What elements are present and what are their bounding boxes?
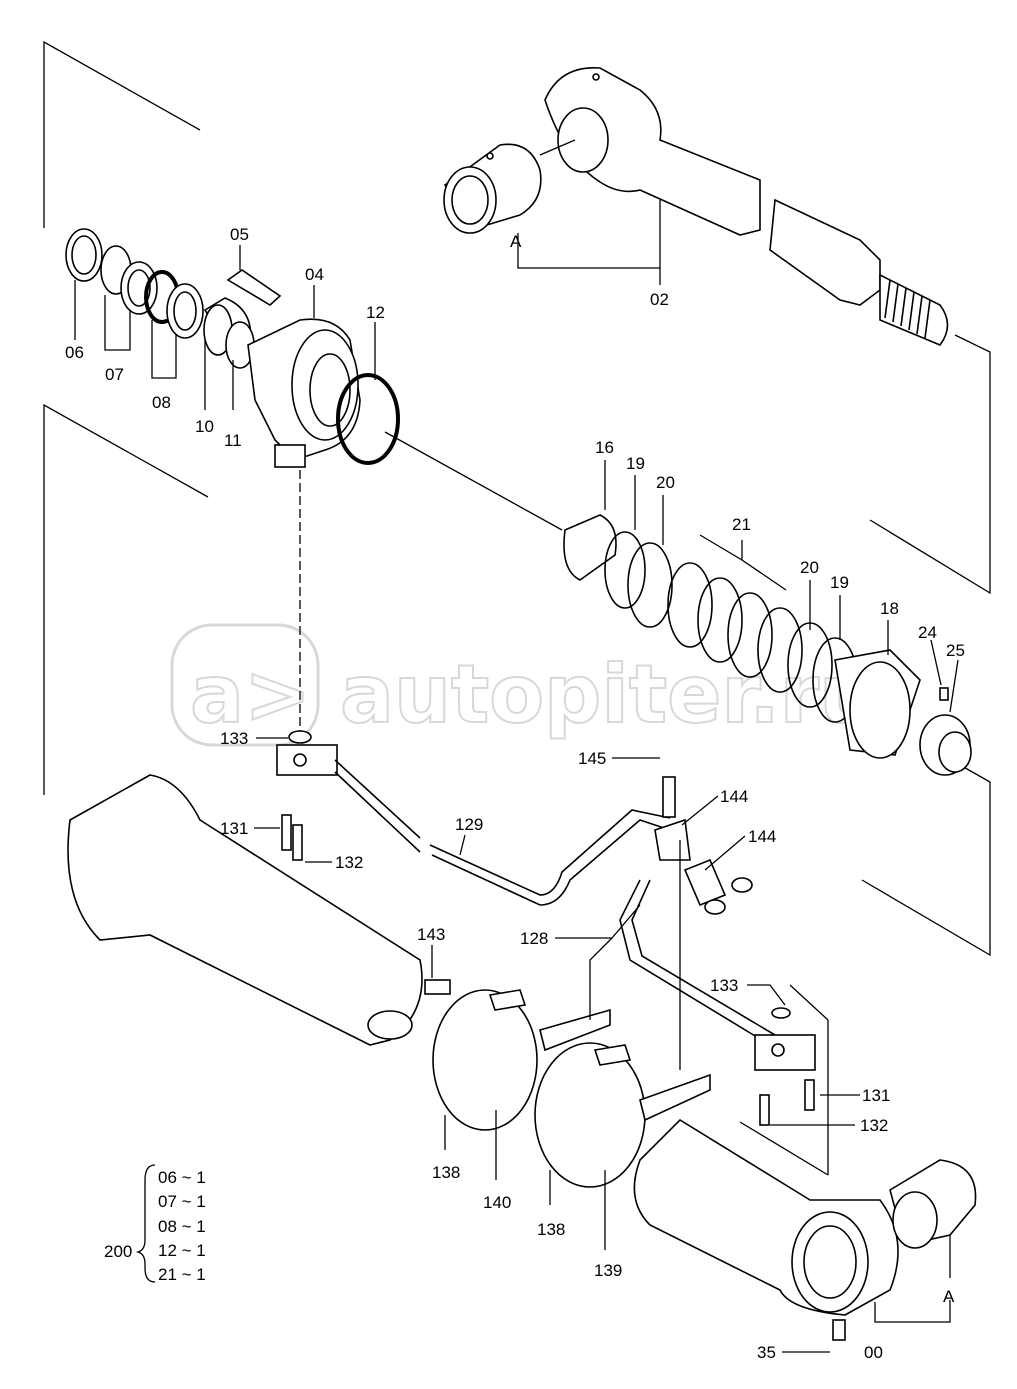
label-24: 24	[918, 623, 937, 642]
cylinder-tube	[67, 774, 423, 1046]
label-04: 04	[305, 265, 324, 284]
kit-item: 12 ~ 1	[158, 1241, 206, 1260]
label-19-second: 19	[830, 573, 849, 592]
label-128: 128	[520, 929, 548, 948]
kit-item: 06 ~ 1	[158, 1168, 206, 1187]
bolts	[281, 814, 815, 1126]
label-00: 00	[864, 1343, 883, 1362]
label-131-left: 131	[220, 819, 248, 838]
label-11: 11	[224, 431, 242, 450]
label-133-left: 133	[220, 729, 248, 748]
cylinder-bottom	[633, 1118, 977, 1341]
guide-lines	[43, 40, 991, 1176]
pipe-clamps	[432, 989, 711, 1188]
label-133-right: 133	[710, 976, 738, 995]
kit-item: 21 ~ 1	[158, 1265, 206, 1284]
watermark-logo-frame	[170, 623, 320, 747]
kit-item: 08 ~ 1	[158, 1217, 206, 1236]
label-138-right: 138	[537, 1220, 565, 1239]
label-144-top: 144	[720, 787, 748, 806]
kit-contents: 200 06 ~ 1 07 ~ 1 08 ~ 1 12 ~ 1 21 ~ 1	[104, 1164, 206, 1284]
label-08: 08	[152, 393, 171, 412]
label-35: 35	[757, 1343, 776, 1362]
label-129: 129	[455, 815, 483, 834]
kit-item: 07 ~ 1	[158, 1192, 206, 1211]
label-132-left: 132	[335, 853, 363, 872]
label-138-left: 138	[432, 1163, 460, 1182]
label-05: 05	[230, 225, 249, 244]
label-10: 10	[195, 417, 214, 436]
label-132-right: 132	[860, 1116, 888, 1135]
piston-rod	[544, 67, 949, 346]
label-07: 07	[105, 365, 124, 384]
label-144-bottom: 144	[748, 827, 776, 846]
label-20-second: 20	[800, 558, 819, 577]
part-labels: A 02 05 04 12 06 07 08 10 11 16 19 20 21…	[65, 225, 965, 1362]
label-16: 16	[595, 438, 614, 457]
label-19-first: 19	[626, 454, 645, 473]
label-131-right: 131	[862, 1086, 890, 1105]
seal-kit	[65, 228, 255, 369]
leader-lines	[74, 139, 959, 1353]
label-ref-a-top: A	[510, 232, 522, 251]
watermark-text: autopiter.ru	[340, 648, 876, 741]
cylinder-head	[226, 269, 400, 468]
piston-assembly	[563, 514, 972, 776]
watermark-logo: a>	[190, 648, 311, 741]
label-140: 140	[483, 1193, 511, 1212]
label-12: 12	[366, 303, 385, 322]
label-139: 139	[594, 1261, 622, 1280]
label-18: 18	[880, 599, 899, 618]
hydraulic-lines	[276, 730, 816, 1071]
label-02: 02	[650, 290, 669, 309]
label-145: 145	[578, 749, 606, 768]
label-ref-a-bottom: A	[943, 1287, 955, 1306]
rod-bushing	[443, 143, 542, 234]
kit-number: 200	[104, 1242, 132, 1261]
watermark: a> autopiter.ru	[170, 623, 877, 747]
label-21: 21	[732, 515, 751, 534]
label-20-first: 20	[656, 473, 675, 492]
label-25: 25	[946, 641, 965, 660]
label-143: 143	[417, 925, 445, 944]
label-06: 06	[65, 343, 84, 362]
